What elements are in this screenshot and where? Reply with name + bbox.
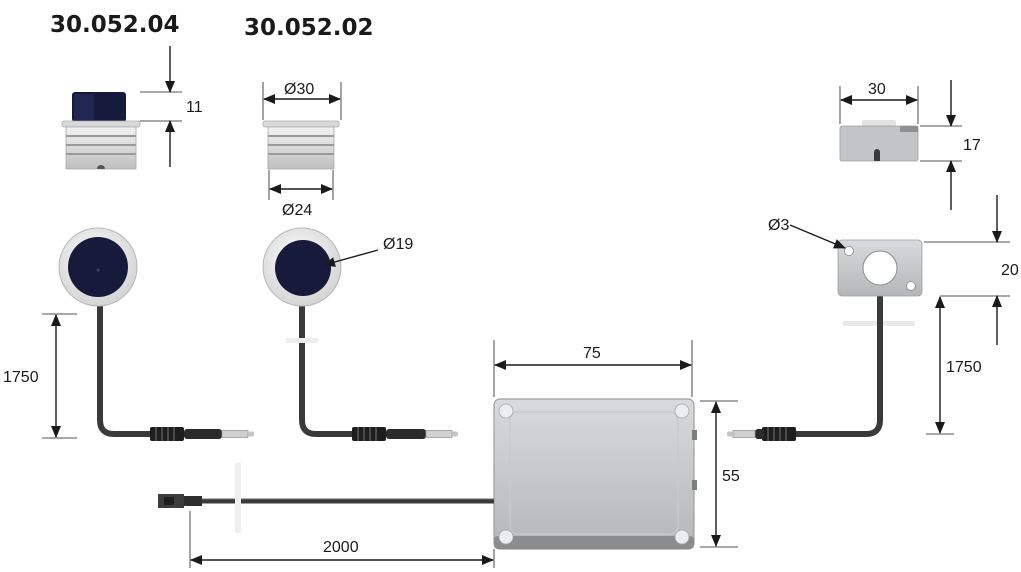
dimension-75: 75 (493, 340, 693, 397)
product-code-left: 30.052.04 (50, 12, 180, 38)
dimension-20: 20 (924, 195, 1019, 345)
dimension-dia3: Ø3 (768, 217, 846, 249)
dimension-dia3-label: Ø3 (768, 217, 789, 234)
dimension-dia30-label: Ø30 (284, 81, 314, 98)
dimension-2000-label: 2000 (323, 539, 359, 556)
dimension-20-label: 20 (1001, 262, 1019, 279)
dimension-55-label: 55 (722, 468, 740, 485)
sensor-side-view-left (61, 92, 141, 170)
dimension-dia19: Ø19 (323, 236, 413, 267)
dimension-dia19-label: Ø19 (383, 236, 413, 253)
dimension-30-label: 30 (868, 81, 886, 98)
dimension-11-label: 11 (186, 99, 203, 116)
dimension-1750-right: 1750 (926, 296, 982, 435)
dimension-55: 55 (700, 400, 740, 548)
sensor-front-left (58, 227, 254, 441)
dimension-dia24-label: Ø24 (282, 202, 312, 219)
dimension-17-label: 17 (963, 137, 981, 154)
dimension-dia24: Ø24 (268, 170, 334, 219)
dimension-dia30: Ø30 (262, 81, 342, 120)
dimension-2000: 2000 (189, 511, 495, 568)
sensor-front-right (727, 239, 923, 441)
dimension-17: 17 (920, 80, 981, 210)
sensor-side-view-middle (262, 120, 340, 170)
dimension-30: 30 (839, 81, 919, 124)
sensor-front-middle (262, 227, 458, 441)
dimension-1750-right-label: 1750 (946, 359, 982, 376)
dimension-75-label: 75 (583, 345, 601, 362)
dimension-11: 11 (140, 46, 203, 167)
control-box (493, 398, 697, 550)
sensor-side-view-right (839, 120, 919, 162)
power-lead (158, 463, 494, 533)
dimension-1750-left-label: 1750 (3, 369, 39, 386)
product-code-middle: 30.052.02 (244, 15, 374, 41)
dimension-1750-left: 1750 (3, 313, 77, 439)
